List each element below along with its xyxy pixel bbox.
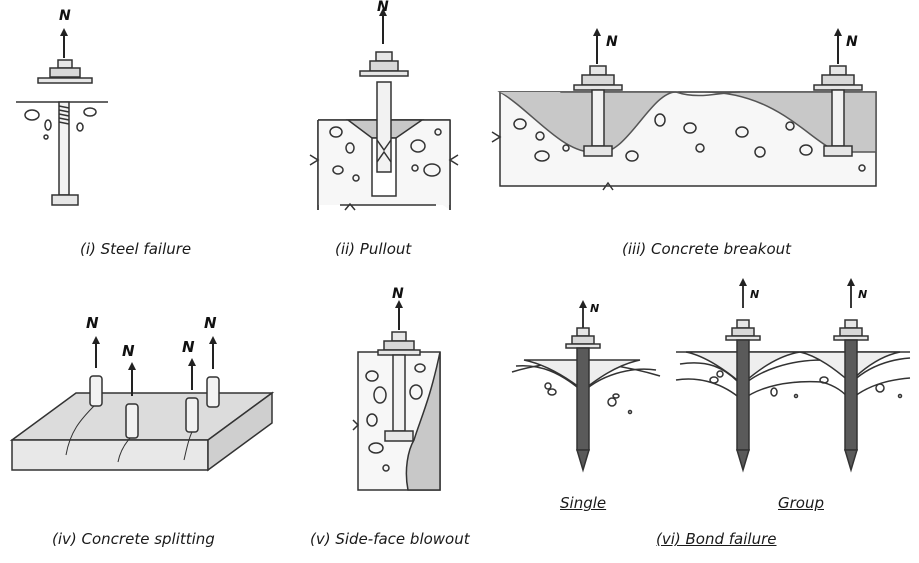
splitting-force-label-4: N (204, 314, 217, 332)
single-force-label: N (590, 302, 599, 315)
group-left-force-label: N (750, 288, 759, 301)
breakout-left-force-label: N (606, 34, 618, 50)
pullout-figure: N (309, 0, 459, 211)
concrete-splitting-figure: N N N N (9, 314, 275, 472)
splitting-force-label-2: N (122, 342, 135, 360)
breakout-right-force-label: N (846, 34, 858, 50)
blowout-force-label: N (392, 286, 404, 302)
concrete-breakout-figure: N N (491, 28, 877, 191)
bond-failure-figure: N N N (511, 278, 911, 473)
caption-pullout: (ii) Pullout (335, 240, 412, 258)
caption-concrete-splitting: (iv) Concrete splitting (52, 530, 215, 548)
group-right-force-label: N (858, 288, 867, 301)
splitting-force-label-3: N (182, 338, 195, 356)
caption-side-face-blowout: (v) Side-face blowout (310, 530, 470, 548)
caption-concrete-breakout: (iii) Concrete breakout (622, 240, 792, 258)
caption-bond-failure: (vi) Bond failure (656, 530, 777, 548)
splitting-force-label-1: N (86, 314, 99, 332)
steel-failure-figure: N (16, 8, 108, 206)
steel-failure-force-label: N (59, 8, 71, 24)
caption-group: Group (778, 494, 824, 512)
side-face-blowout-figure: N (352, 286, 441, 491)
pullout-force-label: N (377, 0, 389, 15)
caption-single: Single (560, 494, 607, 512)
caption-steel-failure: (i) Steel failure (80, 240, 192, 258)
